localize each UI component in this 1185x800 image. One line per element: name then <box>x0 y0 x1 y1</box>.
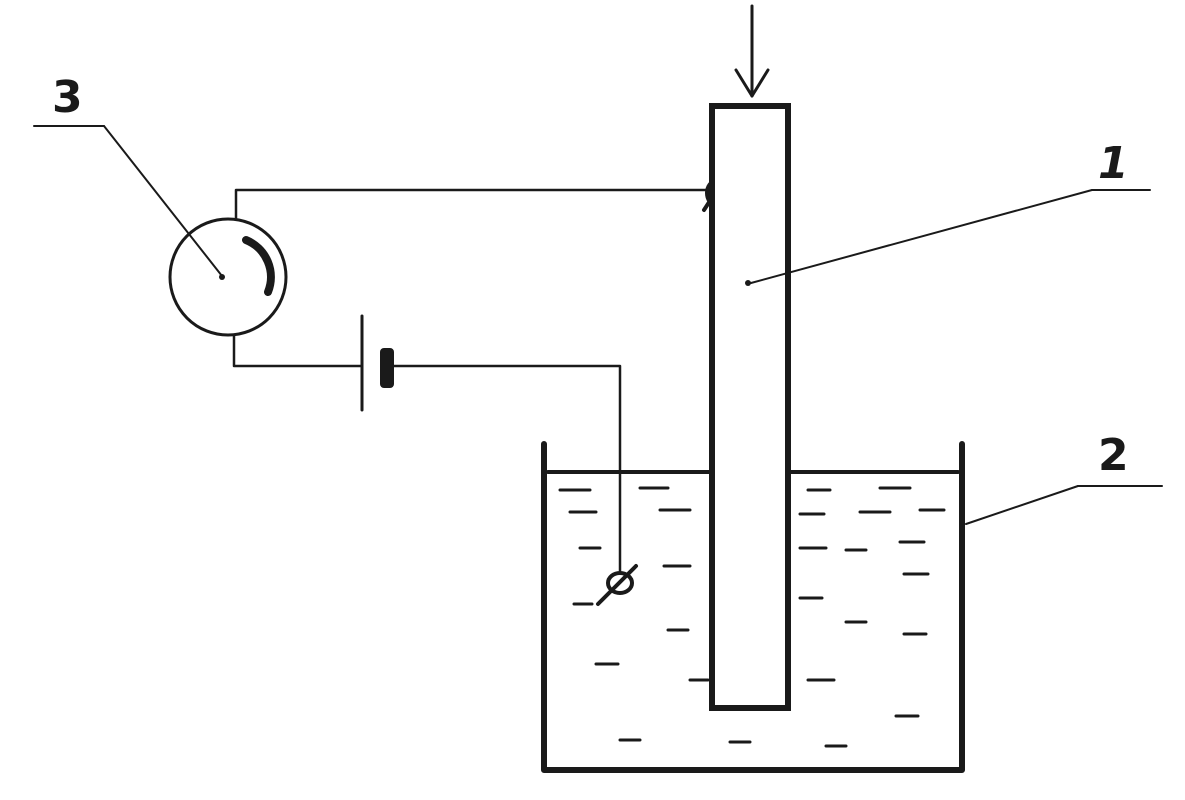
wire-battery-electrode <box>392 364 622 574</box>
electrode-clip-icon <box>596 564 638 606</box>
wire-meter-battery <box>232 333 364 368</box>
down-arrow-icon <box>734 4 770 98</box>
label-vessel: 2 <box>1098 430 1129 481</box>
label-meter-leader <box>103 125 223 277</box>
rod <box>709 103 791 711</box>
label-meter: 3 <box>52 72 83 123</box>
label-vessel-leader <box>965 485 1079 525</box>
label-rod: 1 <box>1098 138 1129 189</box>
vessel <box>541 441 965 773</box>
liquid-hatching <box>558 486 946 748</box>
wire-top <box>234 188 714 221</box>
label-rod-leader <box>750 189 1093 284</box>
ammeter-dial-icon <box>168 217 288 337</box>
battery-cell-icon <box>360 314 394 412</box>
